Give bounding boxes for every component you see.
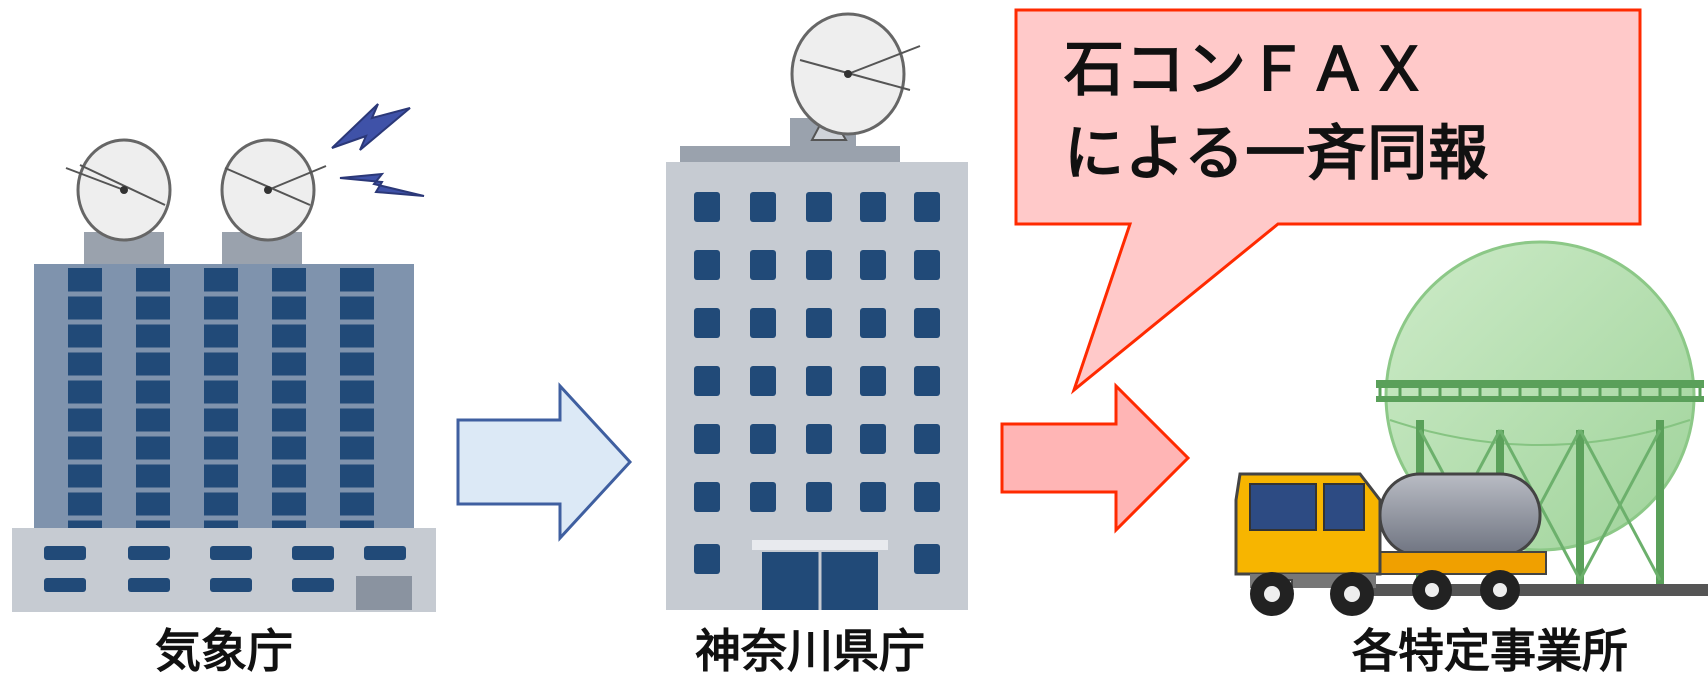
satellite-dish-icon bbox=[65, 138, 172, 268]
satellite-dish-icon bbox=[220, 138, 327, 268]
signal-lightning-icon bbox=[339, 172, 425, 197]
node-label-jma: 気象庁 bbox=[155, 624, 293, 678]
callout-bubble bbox=[1014, 8, 1642, 395]
callout-line-2: による一斉同報 bbox=[1064, 119, 1490, 189]
signal-lightning-icon bbox=[331, 103, 411, 151]
jma-building-icon bbox=[12, 103, 436, 612]
flow-arrow-1 bbox=[456, 382, 633, 542]
node-label-sites: 各特定事業所 bbox=[1352, 624, 1628, 678]
tanker-truck-icon bbox=[1234, 472, 1547, 616]
kanagawa-building-icon bbox=[666, 12, 968, 610]
callout-line-1: 石コンＦＡＸ bbox=[1064, 35, 1430, 105]
node-label-kanagawa: 神奈川県庁 bbox=[695, 624, 925, 678]
flow-arrow-2 bbox=[1000, 382, 1191, 534]
